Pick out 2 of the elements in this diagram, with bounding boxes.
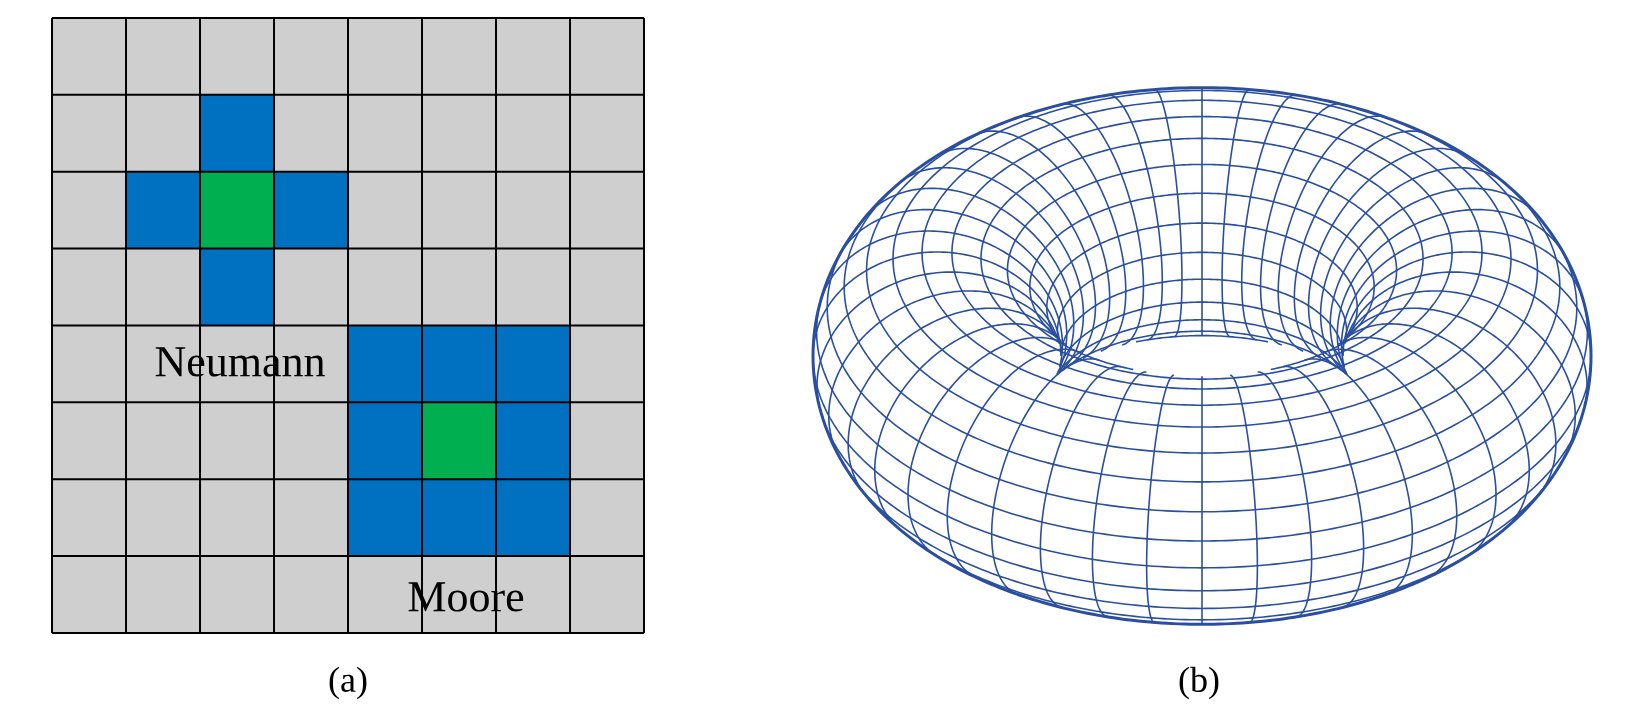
caption-label: (b) [1179,666,1219,700]
caption-label: (a) [329,666,367,700]
